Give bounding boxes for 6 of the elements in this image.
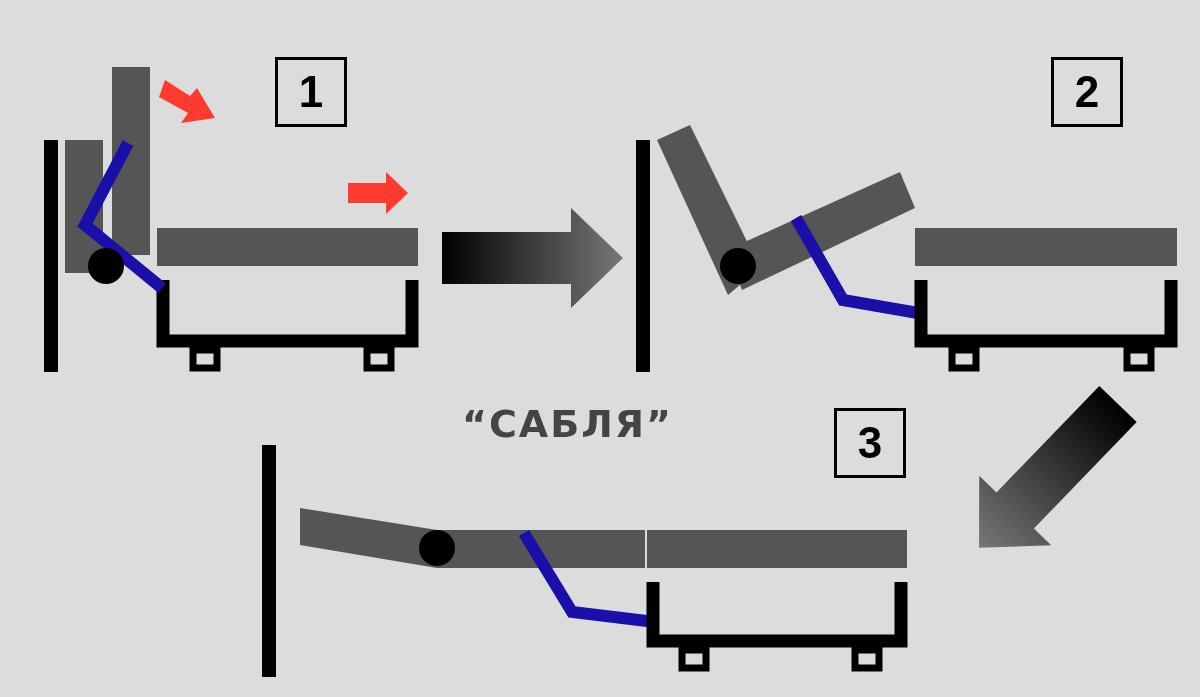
arrow (979, 385, 1137, 548)
step-number: 3 (834, 408, 906, 478)
mechanism-name: “САБЛЯ” (462, 402, 674, 446)
step-number: 2 (1051, 57, 1123, 127)
arrow (442, 208, 623, 308)
step-number: 1 (275, 57, 347, 127)
